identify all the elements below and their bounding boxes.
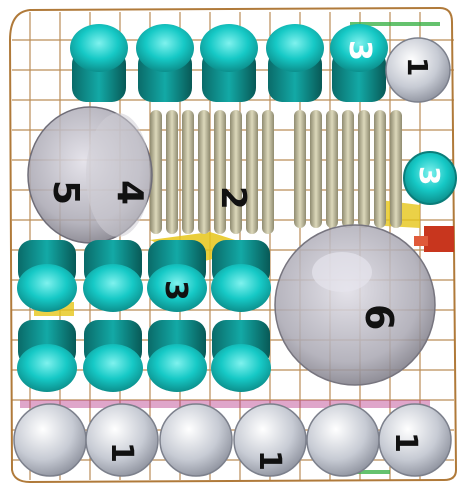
- label-glass-bottom-3: 1: [388, 432, 423, 453]
- label-saucer: 4: [109, 180, 150, 205]
- label-small-bowl: 5: [45, 180, 86, 205]
- small-bowl: [28, 107, 152, 243]
- label-glass-bottom-1: 1: [104, 442, 139, 463]
- label-glass-top: 1: [401, 57, 434, 76]
- label-mug-top: 3: [342, 40, 377, 61]
- plates-left: [150, 110, 274, 234]
- label-glass-bottom-2: 1: [252, 450, 287, 471]
- label-plate: 2: [213, 186, 253, 210]
- plates-right: [294, 110, 402, 228]
- mugs-top-row: [70, 24, 388, 102]
- label-large-bowl: 6: [357, 304, 401, 330]
- label-mug-side: 3: [413, 166, 446, 185]
- large-bowl: [275, 225, 435, 385]
- glasses-bottom-row: [14, 404, 451, 476]
- label-mug-middle: 3: [158, 280, 193, 301]
